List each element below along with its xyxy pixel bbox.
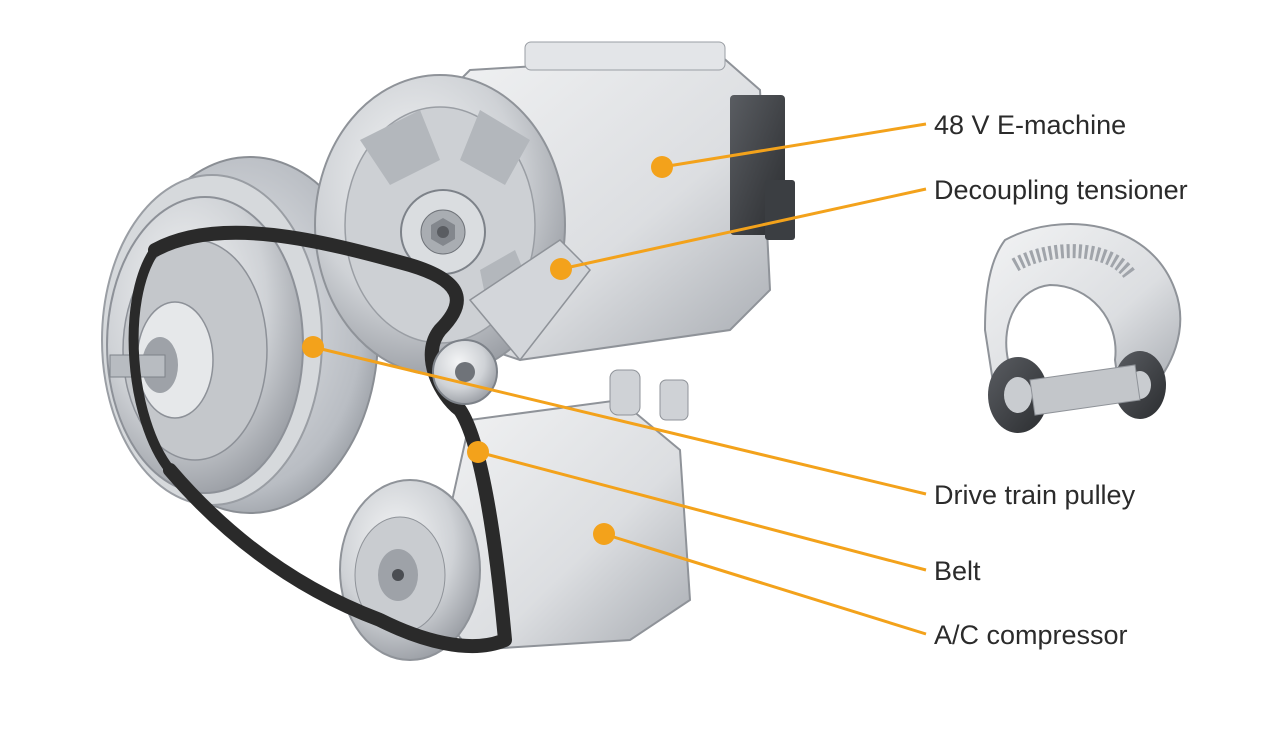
label-drive-train-pulley: Drive train pulley xyxy=(934,480,1136,510)
leader-line-pulley xyxy=(312,345,927,496)
belt-shape xyxy=(128,225,512,654)
leader-line-ac xyxy=(603,532,927,636)
leader-dot-tensioner xyxy=(550,258,572,280)
label-ac-compressor: A/C compressor xyxy=(934,620,1128,650)
label-e-machine: 48 V E-machine xyxy=(934,110,1127,140)
leader-line-belt xyxy=(477,450,927,572)
label-belt: Belt xyxy=(934,556,981,586)
label-decoupling-tensioner: Decoupling tensioner xyxy=(934,175,1188,205)
leader-dot-e-machine xyxy=(651,156,673,178)
e-machine-shape xyxy=(314,41,795,376)
ac-compressor-shape xyxy=(339,369,692,661)
tensioner-inset-shape xyxy=(983,223,1182,433)
leader-dot-belt xyxy=(467,441,489,463)
leader-dot-pulley xyxy=(302,336,324,358)
leader-dots xyxy=(302,156,673,545)
leader-line-e-machine xyxy=(661,122,927,169)
leader-line-tensioner xyxy=(560,187,927,271)
leader-dot-ac xyxy=(593,523,615,545)
leader-lines xyxy=(312,122,927,636)
